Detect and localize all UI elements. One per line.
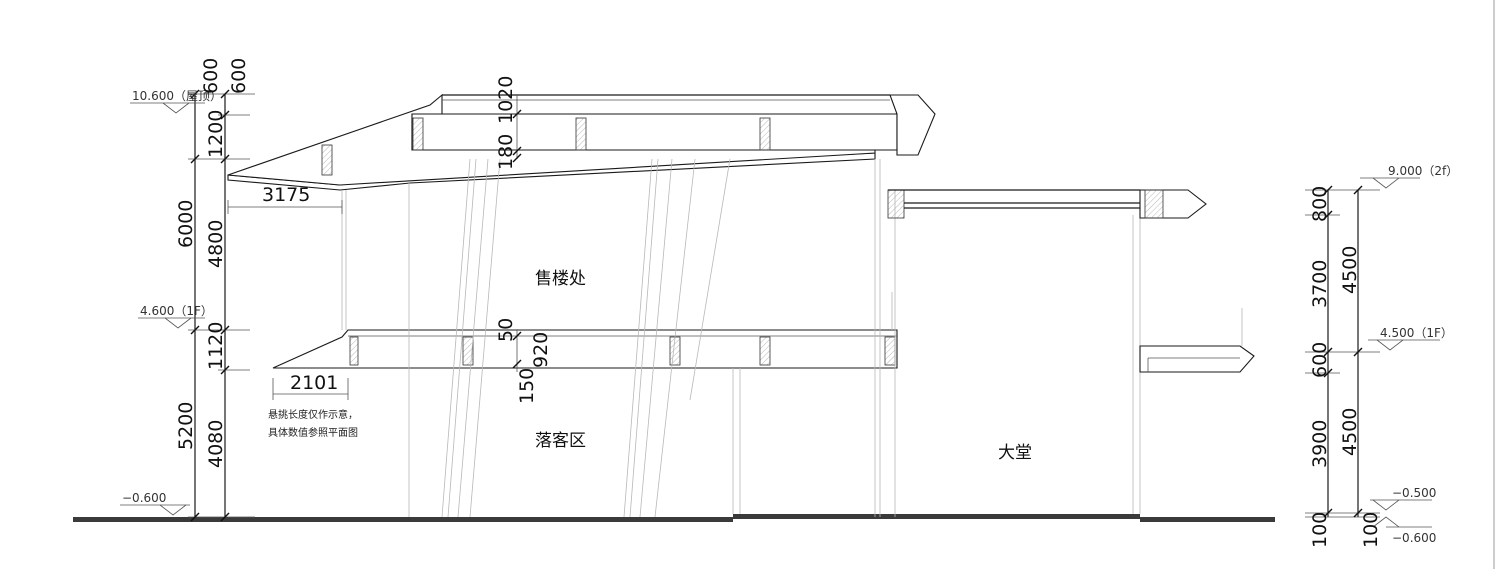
dim-right-inner-100: 100	[1360, 512, 1382, 548]
dim-left-inner-600: 600	[228, 58, 250, 94]
cantilever-note-line2: 具体数值参照平面图	[268, 426, 358, 439]
level-marker-1f-right	[1368, 339, 1440, 351]
first-floor-slab	[272, 329, 898, 369]
level-label-1f-left: 4.600（1F）	[140, 304, 213, 318]
dim-roof-1020: 1020	[495, 76, 517, 124]
ground-line	[73, 514, 1275, 522]
dim-left-outer-6000: 6000	[175, 200, 197, 248]
level-label-1f-right: 4.500（1F）	[1380, 326, 1453, 340]
dim-right-outer-600: 600	[1309, 342, 1331, 378]
right-dimension-lines	[1305, 185, 1380, 518]
dim-right-outer-3700: 3700	[1309, 260, 1331, 308]
level-label-roof: 10.600（屋顶）	[132, 89, 222, 103]
glazing-lines	[441, 158, 731, 518]
dim-right-inner-4500a: 4500	[1339, 246, 1361, 294]
level-label-2f-right: 9.000（2f）	[1388, 164, 1458, 178]
dim-left-inner-1120: 1120	[205, 322, 227, 370]
level-label-m0500-right: −0.500	[1392, 486, 1436, 500]
dim-cantilever-lower: 2101	[290, 372, 338, 394]
room-label-lobby: 大堂	[998, 443, 1032, 463]
dim-roof-180: 180	[495, 134, 517, 170]
dim-left-inner-4800: 4800	[205, 220, 227, 268]
dim-floor-150: 150	[516, 368, 538, 404]
dim-left-outer-5200: 5200	[175, 402, 197, 450]
level-label-m0600-right: −0.600	[1392, 531, 1436, 545]
right-lower-canopy	[1139, 308, 1255, 373]
left-dimension-lines	[188, 89, 255, 522]
level-label-ground-left: −0.600	[122, 491, 166, 505]
level-marker-roof	[130, 102, 205, 114]
room-label-sales: 售楼处	[535, 269, 586, 289]
cantilever-dimension-lines	[227, 200, 349, 400]
dim-left-inner-4080: 4080	[205, 420, 227, 468]
dim-floor-920: 920	[530, 332, 552, 368]
room-label-dropoff: 落客区	[535, 431, 586, 451]
dim-cantilever-upper: 3175	[262, 184, 310, 206]
level-marker-m0500-right	[1370, 499, 1432, 511]
right-building-canopy	[887, 189, 1207, 219]
level-marker-m0600-right	[1372, 516, 1432, 528]
dim-left-inner-1200: 1200	[205, 110, 227, 158]
dim-right-outer-100: 100	[1309, 512, 1331, 548]
dim-left-outer-600: 600	[200, 58, 222, 94]
level-marker-ground-left	[120, 504, 190, 516]
level-marker-2f-right	[1360, 177, 1420, 189]
dim-floor-50: 50	[495, 318, 517, 342]
dim-right-outer-800: 800	[1309, 186, 1331, 222]
level-marker-1f-left	[138, 317, 205, 329]
dim-right-inner-4500b: 4500	[1339, 408, 1361, 456]
roof-canopy	[227, 93, 936, 191]
center-dimension-lines	[512, 95, 522, 372]
dim-right-outer-3900: 3900	[1309, 420, 1331, 468]
cantilever-note-line1: 悬挑长度仅作示意，	[268, 408, 358, 421]
